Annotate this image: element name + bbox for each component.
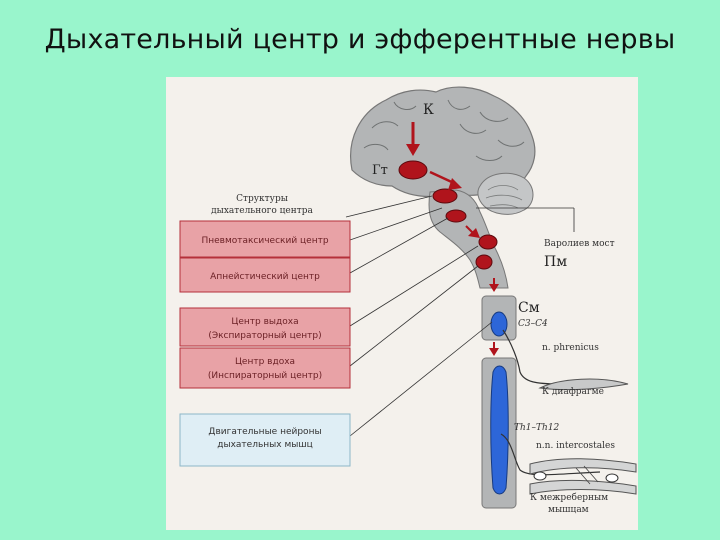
diaphragm-shape: [538, 378, 629, 391]
label-pons-abbr: Пм: [544, 254, 567, 270]
box-expiratory-line2: (Экспираторный центр): [208, 331, 321, 341]
intercostal-nerve-fiber: [500, 433, 601, 476]
label-spinal-cord: См: [518, 300, 540, 316]
thoracic-motor-neurons: [490, 365, 509, 495]
box-pneumotaxic-label: Пневмотаксический центр: [201, 236, 328, 246]
hypothalamus-nucleus: [398, 160, 428, 180]
inspiratory-nucleus: [475, 254, 493, 270]
label-cortex: К: [423, 102, 434, 118]
label-intercostal-nerves: n.n. intercostales: [536, 441, 615, 451]
box-apneustic-label: Апнейстический центр: [210, 272, 320, 282]
apneustic-nucleus: [445, 209, 467, 223]
label-pons-name: Варолиев мост: [544, 239, 615, 249]
brain-cerebrum: [350, 86, 536, 198]
slide-title: Дыхательный центр и эфферентные нервы: [44, 24, 676, 55]
label-hypothalamus: Гт: [372, 163, 388, 178]
label-cervical-segments: C3–C4: [518, 319, 548, 329]
label-phrenic: n. phrenicus: [542, 343, 599, 353]
label-to-intercostal-2: мышцам: [548, 505, 589, 515]
box-motor-line1: Двигательные нейроны: [208, 427, 321, 437]
box-expiratory-line1: Центр выдоха: [231, 317, 298, 327]
pneumotaxic-nucleus: [432, 188, 458, 204]
label-to-intercostal-1: К межреберным: [530, 492, 608, 503]
box-apneustic: Апнейстический центр: [179, 257, 351, 293]
box-inspiratory-line2: (Инспираторный центр): [208, 371, 322, 381]
box-motor-neurons: Двигательные нейроны дыхательных мышц: [179, 413, 351, 467]
phrenic-nerve-fiber: [502, 329, 561, 385]
structures-heading-line2: дыхательного центра: [211, 206, 313, 216]
intercostal-muscles: [529, 458, 637, 495]
box-expiratory: Центр выдоха (Экспираторный центр): [179, 307, 351, 347]
descending-arrows: [406, 122, 499, 356]
expiratory-nucleus: [478, 234, 498, 250]
brain-gyri: [363, 99, 525, 161]
leader-lines: [345, 195, 493, 437]
label-thoracic-segments: Th1–Th12: [514, 423, 560, 433]
cerebellum: [477, 172, 534, 215]
box-motor-line2: дыхательных мышц: [217, 440, 312, 450]
box-inspiratory: Центр вдоха (Инспираторный центр): [179, 347, 351, 389]
box-inspiratory-line1: Центр вдоха: [235, 357, 295, 367]
label-to-diaphragm: К диафрагме: [542, 387, 604, 397]
box-pneumotaxic: Пневмотаксический центр: [179, 220, 351, 258]
structures-heading-line1: Структуры: [236, 194, 288, 204]
